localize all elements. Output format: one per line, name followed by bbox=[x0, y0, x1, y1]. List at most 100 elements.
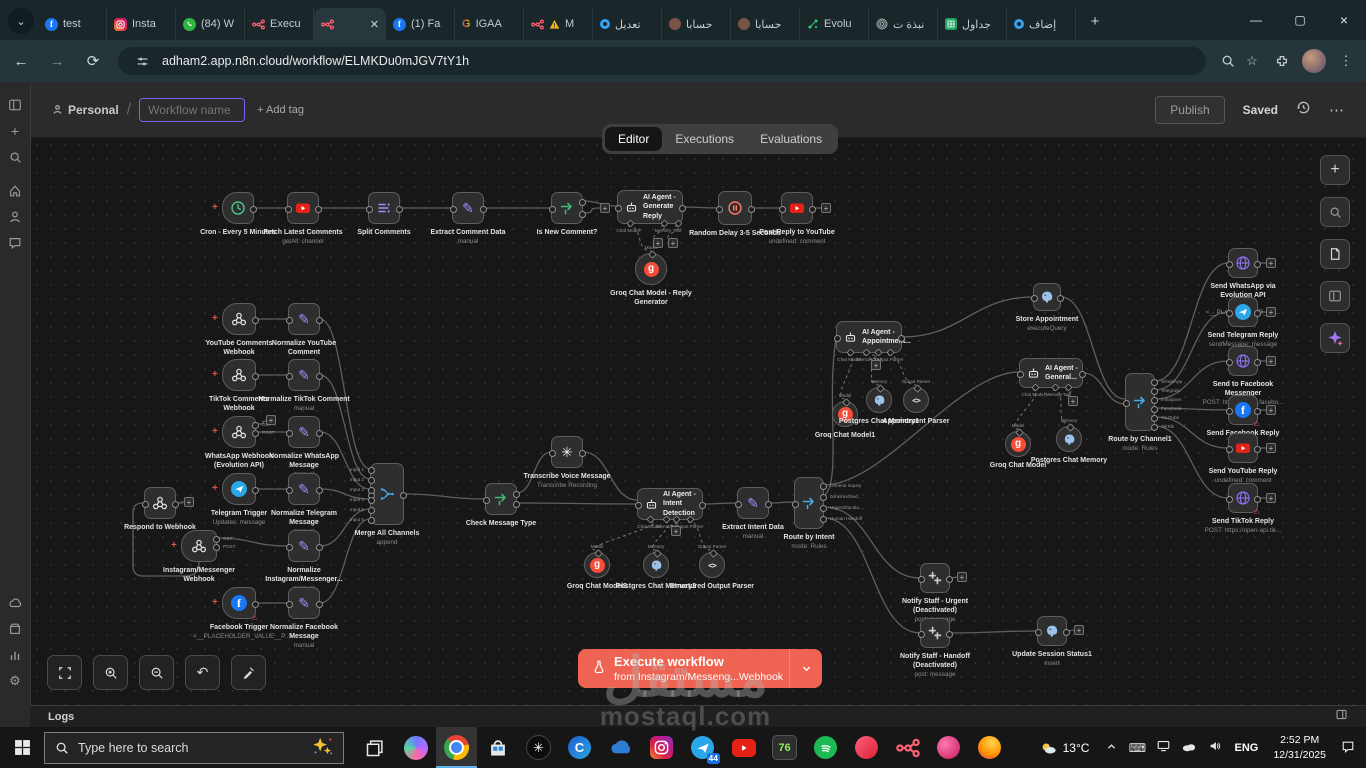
forward-button[interactable]: → bbox=[49, 52, 65, 70]
volume-icon[interactable] bbox=[1203, 740, 1227, 755]
search-rail-icon[interactable] bbox=[0, 144, 30, 170]
add-node-endpoint[interactable]: + bbox=[821, 203, 831, 213]
browser-tab[interactable]: إضاف bbox=[1007, 8, 1076, 40]
zoom-icon[interactable] bbox=[1216, 49, 1240, 73]
node-tgtr[interactable]: + bbox=[212, 473, 259, 505]
home-rail-icon[interactable] bbox=[0, 178, 30, 204]
bookmark-star-icon[interactable]: ☆ bbox=[1246, 53, 1258, 68]
zoom-in-button[interactable] bbox=[93, 655, 128, 690]
panel-canvas-button[interactable] bbox=[1320, 281, 1350, 311]
site-info-icon[interactable] bbox=[130, 49, 154, 73]
taskview-taskbar-icon[interactable] bbox=[354, 727, 395, 768]
execute-workflow-button[interactable]: Execute workflow from Instagram/Messeng.… bbox=[578, 649, 822, 688]
node-cron[interactable]: + bbox=[212, 192, 257, 224]
minimize-button[interactable]: — bbox=[1250, 13, 1262, 27]
action-center-icon[interactable] bbox=[1336, 740, 1360, 756]
panel-rail-icon[interactable] bbox=[0, 92, 30, 118]
node-split[interactable] bbox=[365, 192, 403, 224]
node-pg2[interactable] bbox=[643, 548, 669, 578]
new-tab-button[interactable]: + bbox=[1090, 12, 1100, 30]
tidy-up-button[interactable] bbox=[231, 655, 266, 690]
add-node-endpoint[interactable]: + bbox=[1266, 493, 1276, 503]
add-node-endpoint[interactable]: + bbox=[600, 203, 610, 213]
browser-tab[interactable]: f(1) Fa bbox=[386, 8, 455, 40]
node-post[interactable] bbox=[778, 192, 816, 224]
browser-menu-icon[interactable]: ⋮ bbox=[1339, 53, 1353, 68]
node-sendfbm[interactable] bbox=[1225, 346, 1261, 376]
node-pg0[interactable] bbox=[1056, 422, 1082, 452]
add-node-endpoint[interactable]: + bbox=[668, 238, 678, 248]
extensions-icon[interactable] bbox=[1270, 49, 1294, 73]
pinkapp-taskbar-icon[interactable] bbox=[928, 727, 969, 768]
taskbar-search[interactable]: Type here to search bbox=[44, 731, 344, 764]
node-nhandoff[interactable] bbox=[917, 618, 953, 648]
doc-canvas-button[interactable] bbox=[1320, 239, 1350, 269]
app76-taskbar-icon[interactable]: 76 bbox=[764, 727, 805, 768]
chart-rail-icon[interactable] bbox=[0, 642, 30, 668]
node-isnew[interactable] bbox=[548, 192, 586, 224]
capp-taskbar-icon[interactable]: C bbox=[559, 727, 600, 768]
node-fbtr[interactable]: f+⚠ bbox=[212, 587, 259, 622]
cloud-icon[interactable] bbox=[1177, 741, 1201, 755]
node-normfb[interactable]: ✎ bbox=[285, 587, 323, 619]
search-canvas-button[interactable] bbox=[1320, 197, 1350, 227]
add-node-endpoint[interactable]: + bbox=[1068, 396, 1078, 406]
add-node-endpoint[interactable]: + bbox=[671, 526, 681, 536]
chat-rail-icon[interactable] bbox=[0, 230, 30, 256]
undo-button[interactable]: ↶ bbox=[185, 655, 220, 690]
add-node-endpoint[interactable]: + bbox=[266, 415, 276, 425]
node-check[interactable] bbox=[482, 483, 520, 515]
chatgpt-taskbar-icon[interactable]: ✳ bbox=[518, 727, 559, 768]
node-groqreply[interactable]: g bbox=[635, 249, 667, 285]
onedrive-taskbar-icon[interactable] bbox=[600, 727, 641, 768]
node-groq3[interactable]: g bbox=[584, 548, 610, 578]
browser-tab[interactable]: تعديل bbox=[593, 8, 662, 40]
user-rail-icon[interactable] bbox=[0, 204, 30, 230]
browser-tab[interactable]: Insta bbox=[107, 8, 176, 40]
browser-tab[interactable]: Execu bbox=[245, 8, 314, 40]
browser-tab[interactable]: حسابا bbox=[731, 8, 800, 40]
tray-chevron-icon[interactable] bbox=[1099, 741, 1123, 755]
node-delay[interactable] bbox=[715, 191, 755, 225]
node-sop[interactable]: <> bbox=[699, 548, 725, 578]
browser-tab[interactable]: نبذة ت bbox=[869, 8, 938, 40]
workflow-menu-icon[interactable]: ⋯ bbox=[1329, 101, 1344, 119]
add-node-endpoint[interactable]: + bbox=[1266, 356, 1276, 366]
project-breadcrumb[interactable]: Personal bbox=[52, 103, 119, 117]
workflow-name-input[interactable] bbox=[139, 97, 246, 122]
n8n-taskbar-icon[interactable] bbox=[887, 727, 928, 768]
add-node-endpoint[interactable]: + bbox=[871, 360, 881, 370]
taskbar-clock[interactable]: 2:52 PM 12/31/2025 bbox=[1273, 734, 1326, 761]
mediared-taskbar-icon[interactable] bbox=[846, 727, 887, 768]
cloud-rail-icon[interactable] bbox=[0, 590, 30, 616]
node-transcribe[interactable]: ✳ bbox=[548, 436, 586, 468]
node-normig[interactable]: ✎ bbox=[285, 530, 323, 562]
reload-button[interactable]: ⟳ bbox=[86, 53, 100, 70]
node-sendtg[interactable] bbox=[1225, 297, 1261, 327]
zoom-out-button[interactable] bbox=[139, 655, 174, 690]
node-groq0[interactable]: g bbox=[1005, 427, 1031, 457]
instagram-taskbar-icon[interactable] bbox=[641, 727, 682, 768]
weather-widget[interactable]: 13°C bbox=[1039, 740, 1089, 756]
address-bar[interactable]: adham2.app.n8n.cloud/workflow/ELMKDu0mJG… bbox=[118, 47, 1206, 75]
tab-editor[interactable]: Editor bbox=[605, 127, 663, 151]
node-ytwh[interactable]: + bbox=[212, 303, 259, 335]
browser-tab[interactable]: Evolu bbox=[800, 8, 869, 40]
node-store[interactable] bbox=[1030, 283, 1064, 311]
browser-tab[interactable]: (84) W bbox=[176, 8, 245, 40]
publish-button[interactable]: Publish bbox=[1155, 95, 1225, 124]
browser-tab-active[interactable]: ✕ bbox=[314, 8, 386, 40]
display-icon[interactable] bbox=[1151, 740, 1175, 755]
browser-tab[interactable]: حسابا bbox=[662, 8, 731, 40]
tab-evaluations[interactable]: Evaluations bbox=[760, 132, 823, 146]
start-button[interactable] bbox=[0, 727, 44, 768]
add-node-endpoint[interactable]: + bbox=[184, 497, 194, 507]
